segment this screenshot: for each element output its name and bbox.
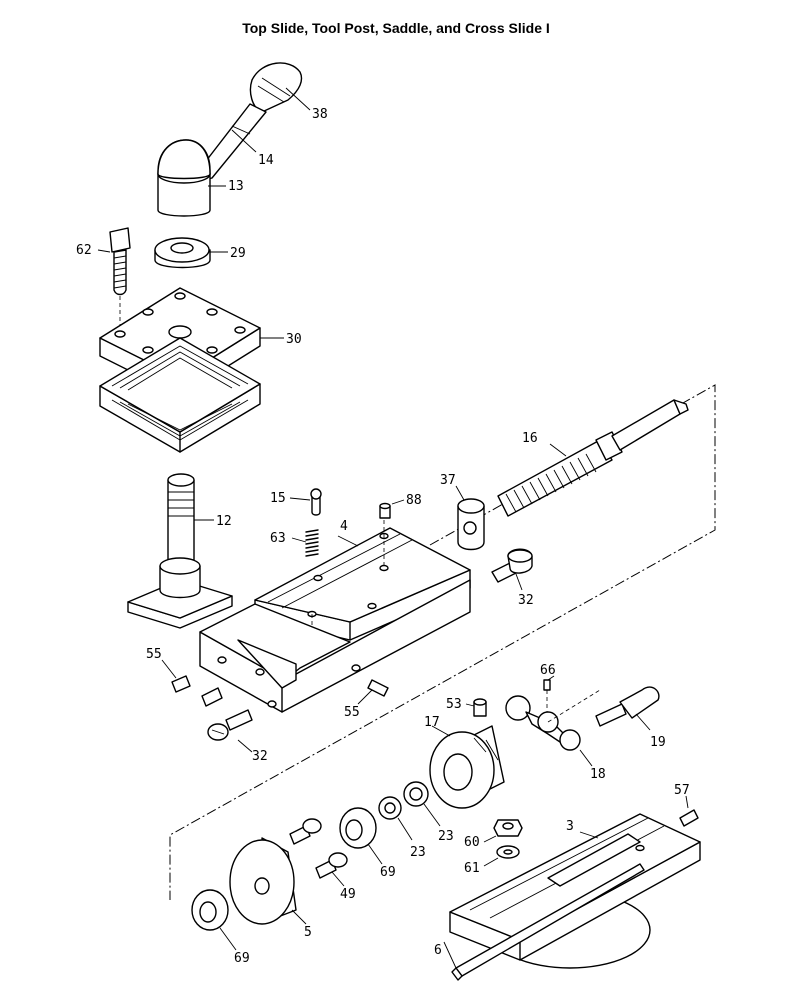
callout-38: 38 bbox=[312, 107, 328, 122]
part-4-slide-base bbox=[199, 579, 471, 713]
callout-12: 12 bbox=[216, 514, 232, 529]
callout-66: 66 bbox=[540, 663, 556, 678]
part-63-spring bbox=[305, 529, 319, 557]
part-23-nut-left bbox=[378, 796, 402, 820]
callout-32-upper: 32 bbox=[518, 593, 534, 608]
callout-19: 19 bbox=[650, 735, 666, 750]
part-88-grub-screw bbox=[379, 502, 391, 519]
callout-55-left: 55 bbox=[146, 647, 162, 662]
part-37-nut bbox=[457, 498, 485, 551]
part-69-ring-upper bbox=[339, 807, 377, 849]
leader-lines bbox=[97, 87, 689, 969]
part-17-dial bbox=[429, 725, 505, 809]
part-5-hub bbox=[229, 837, 297, 925]
callout-23-right: 23 bbox=[438, 829, 454, 844]
callout-62: 62 bbox=[76, 243, 92, 258]
callout-30: 30 bbox=[286, 332, 302, 347]
part-29-washer bbox=[154, 237, 211, 269]
callout-37: 37 bbox=[440, 473, 456, 488]
part-3-cross-slide bbox=[449, 813, 701, 969]
part-49-screw-upper bbox=[289, 818, 322, 845]
callout-63: 63 bbox=[270, 531, 286, 546]
part-15-pin bbox=[310, 488, 322, 516]
callout-3: 3 bbox=[566, 819, 574, 834]
callout-60: 60 bbox=[464, 835, 480, 850]
callout-15: 15 bbox=[270, 491, 286, 506]
part-16-leadscrew bbox=[497, 399, 689, 517]
part-53-grub-screw bbox=[473, 698, 487, 717]
part-13-clamp-hub bbox=[157, 139, 211, 217]
part-32-screw-lower bbox=[207, 709, 253, 741]
part-23-nut-right bbox=[403, 781, 429, 807]
part-61-washer bbox=[496, 845, 520, 859]
part-30-tool-post bbox=[99, 287, 261, 453]
callout-53: 53 bbox=[446, 697, 462, 712]
callout-69-upper: 69 bbox=[380, 865, 396, 880]
part-19-handle bbox=[595, 686, 660, 727]
part-18-crank bbox=[505, 689, 601, 751]
part-62-screw bbox=[109, 227, 131, 330]
callout-23-left: 23 bbox=[410, 845, 426, 860]
callout-6: 6 bbox=[434, 943, 442, 958]
part-32-screw-upper bbox=[491, 548, 533, 583]
part-55-grub-screw-right bbox=[367, 679, 389, 697]
callout-29: 29 bbox=[230, 246, 246, 261]
callout-55-right: 55 bbox=[344, 705, 360, 720]
callout-4: 4 bbox=[340, 519, 348, 534]
callout-14: 14 bbox=[258, 153, 274, 168]
callout-32-lower: 32 bbox=[252, 749, 268, 764]
part-57-grub-screw bbox=[679, 809, 699, 827]
part-66-pin bbox=[543, 679, 551, 712]
callout-labels: 38 14 13 29 62 30 12 15 88 4 63 37 16 32… bbox=[76, 107, 690, 966]
part-60-nut bbox=[493, 819, 523, 837]
callout-49: 49 bbox=[340, 887, 356, 902]
callout-69-lower: 69 bbox=[234, 951, 250, 966]
part-55-grub-screw-left bbox=[171, 675, 223, 707]
callout-61: 61 bbox=[464, 861, 480, 876]
part-49-screw-lower bbox=[315, 852, 348, 879]
callout-13: 13 bbox=[228, 179, 244, 194]
callout-88: 88 bbox=[406, 493, 422, 508]
part-12-stud bbox=[127, 473, 233, 629]
callout-57: 57 bbox=[674, 783, 690, 798]
callout-17: 17 bbox=[424, 715, 440, 730]
part-69-ring-lower bbox=[191, 889, 229, 931]
part-38-handle-knob bbox=[249, 62, 303, 113]
callout-18: 18 bbox=[590, 767, 606, 782]
part-6-gib-strip bbox=[451, 863, 645, 981]
callout-5: 5 bbox=[304, 925, 312, 940]
page-title: Top Slide, Tool Post, Saddle, and Cross … bbox=[242, 20, 550, 36]
callout-16: 16 bbox=[522, 431, 538, 446]
